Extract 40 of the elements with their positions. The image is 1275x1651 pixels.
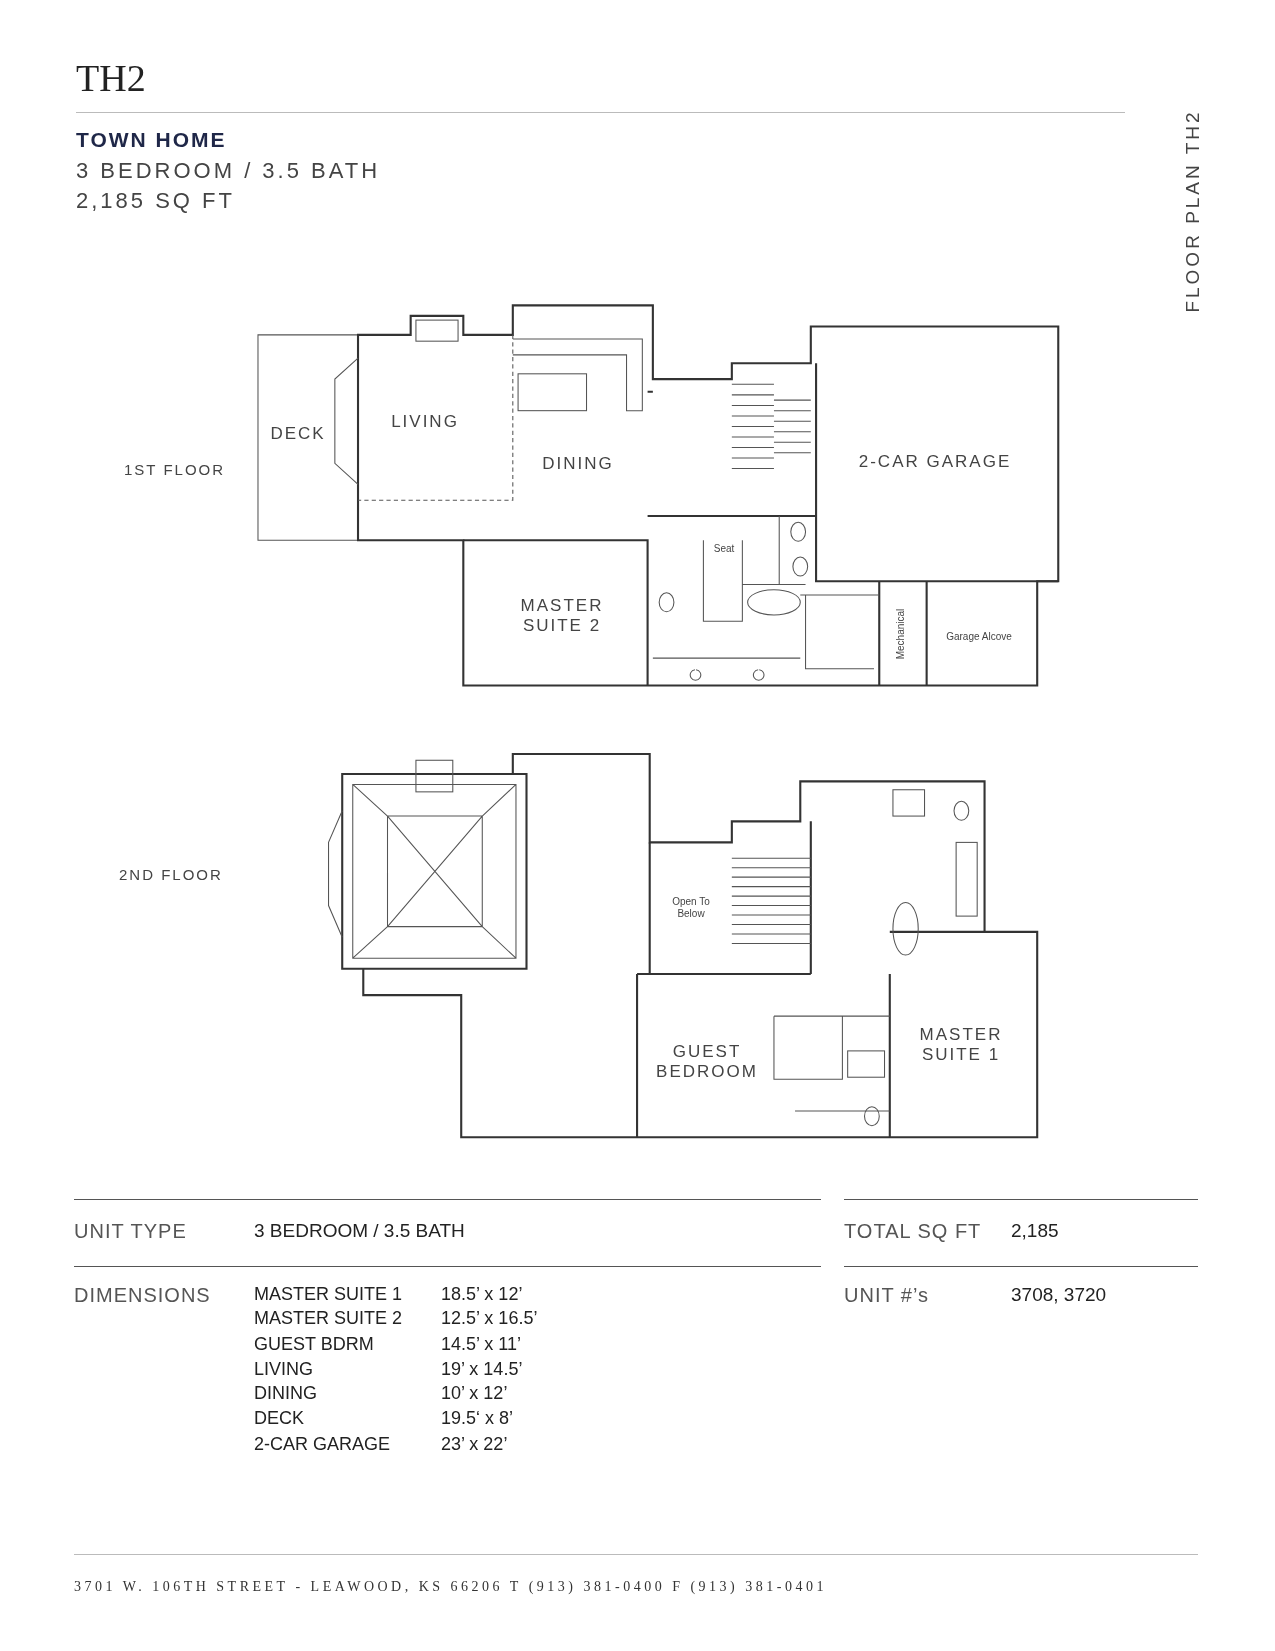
table-value: GUEST BDRM [254, 1334, 374, 1356]
title: TH2 [76, 56, 146, 100]
table-label: UNIT #’s [844, 1283, 930, 1307]
table-value: MASTER SUITE 2 [254, 1308, 403, 1330]
table-value: 3708, 3720 [1011, 1283, 1107, 1307]
table-value: DINING [254, 1383, 317, 1405]
subtitle: 3 BEDROOM / 3.5 BATH [76, 157, 381, 185]
table-value: MASTER SUITE 1 [254, 1284, 403, 1306]
table-value: DECK [254, 1408, 304, 1430]
table-value: 23’ x 22’ [441, 1434, 508, 1456]
room-label: Garage Alcove [946, 631, 1012, 643]
room-label: Open To Below [671, 896, 711, 920]
room-label: Mechanical [895, 608, 907, 660]
table-value: LIVING [254, 1359, 314, 1381]
floor-label: 2ND FLOOR [119, 866, 223, 884]
floor-label: 1ST FLOOR [124, 461, 226, 479]
table-value: 14.5’ x 11’ [441, 1334, 522, 1356]
room-label: LIVING [391, 411, 459, 433]
subtitle: TOWN HOME [76, 127, 227, 153]
subtitle: 2,185 SQ FT [76, 187, 235, 215]
room-label: DECK [270, 423, 326, 445]
footer-address: 3701 W. 106TH STREET - LEAWOOD, KS 66206 T (913) 381-0400 F (913) 381-0401 [74, 1578, 827, 1596]
room-label: MASTER SUITE 2 [519, 595, 605, 637]
table-label: DIMENSIONS [74, 1283, 211, 1307]
side-title: FLOOR PLAN TH2 [1181, 109, 1204, 313]
room-label: 2-CAR GARAGE [858, 451, 1012, 473]
room-label: MASTER SUITE 1 [918, 1024, 1004, 1066]
table-value: 12.5’ x 16.5’ [441, 1308, 538, 1330]
room-label: GUEST BEDROOM [655, 1041, 759, 1083]
table-value: 2-CAR GARAGE [254, 1434, 391, 1456]
table-value: 19.5‘ x 8’ [441, 1408, 514, 1430]
table-value: 18.5’ x 12’ [441, 1284, 523, 1306]
table-value: 2,185 [1011, 1219, 1059, 1243]
table-label: TOTAL SQ FT [844, 1219, 982, 1243]
table-label: UNIT TYPE [74, 1219, 187, 1243]
room-label: Seat [713, 543, 735, 555]
table-value: 19’ x 14.5’ [441, 1359, 523, 1381]
room-label: DINING [542, 453, 614, 475]
table-value: 3 BEDROOM / 3.5 BATH [254, 1219, 465, 1243]
table-value: 10’ x 12’ [441, 1383, 508, 1405]
